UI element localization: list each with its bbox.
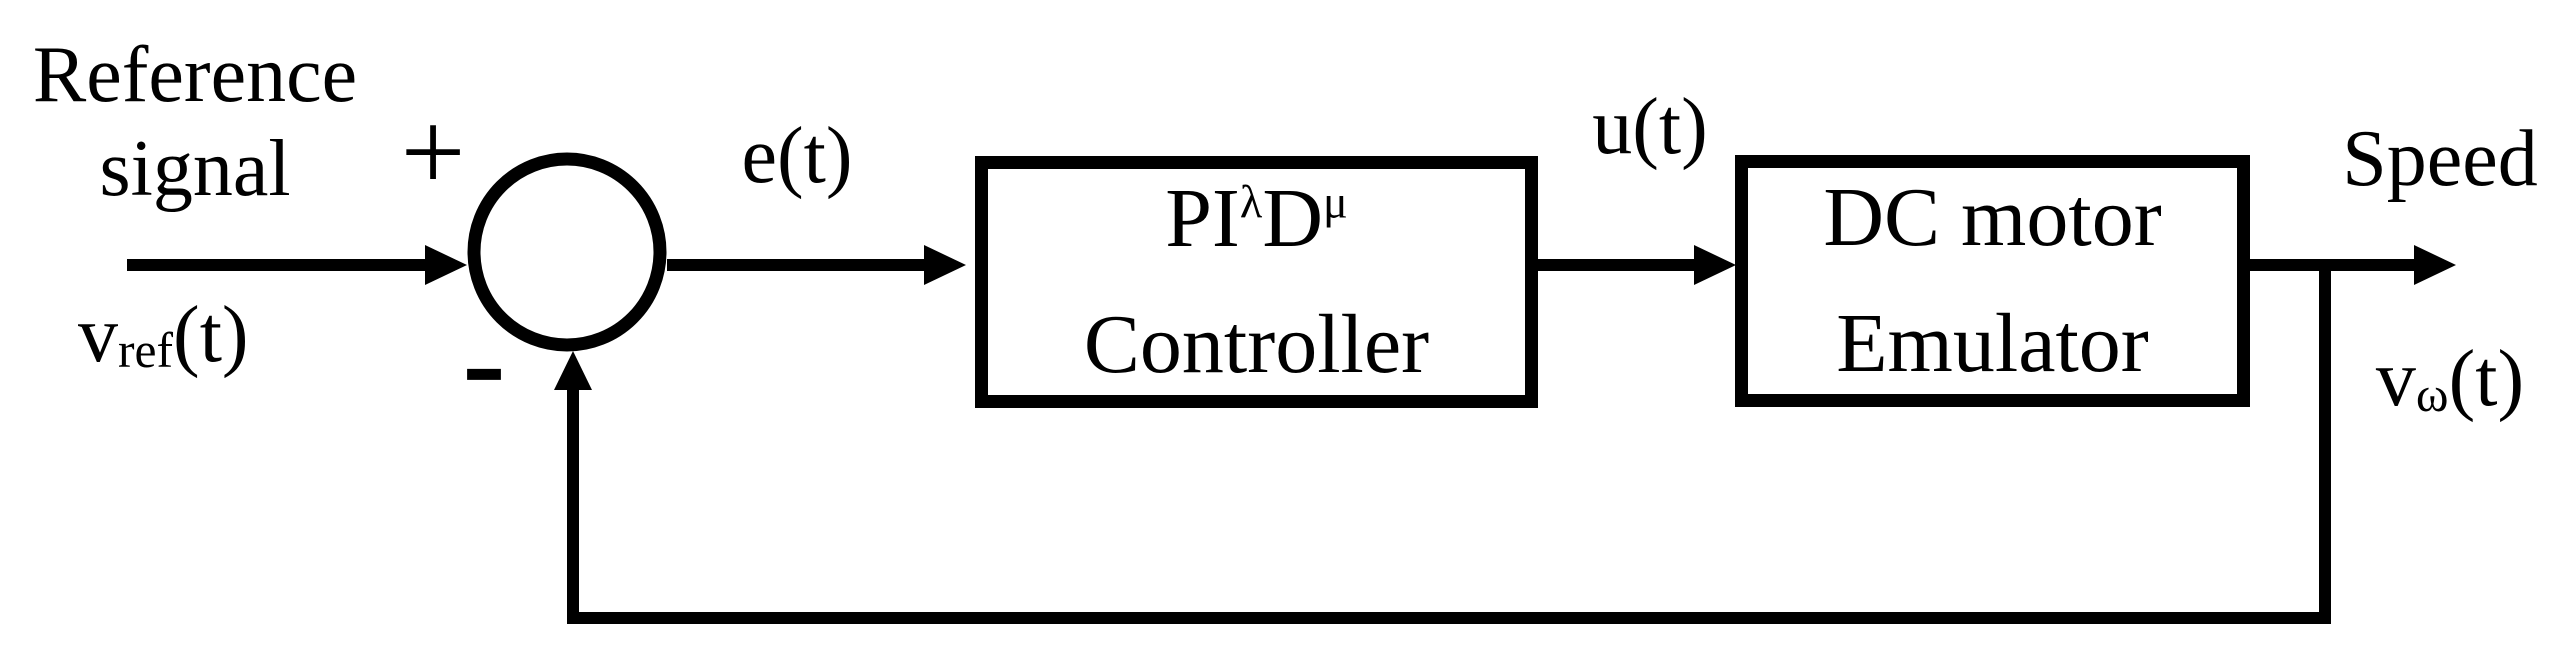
vomega-label: vω(t) xyxy=(2376,339,2524,419)
summing-junction-circle xyxy=(467,152,667,352)
controller-block-line1: PIλDμ xyxy=(1165,156,1348,282)
plant-block-line2: Emulator xyxy=(1836,297,2149,390)
speed-label: Speed xyxy=(2342,115,2538,203)
vomega-subscript: ω xyxy=(2415,366,2449,422)
plant-block-line1: DC motor xyxy=(1823,171,2162,264)
dc-motor-emulator-block: DC motor Emulator xyxy=(1735,155,2250,407)
controller-block-line2: Controller xyxy=(1083,298,1430,391)
vomega-base: v xyxy=(2375,335,2416,423)
error-signal-label: e(t) xyxy=(741,112,853,200)
controller-lambda-superscript: λ xyxy=(1239,176,1263,228)
vref-rest: (t) xyxy=(173,291,249,379)
vref-subscript: ref xyxy=(118,322,174,378)
vomega-rest: (t) xyxy=(2448,335,2525,423)
controller-mu-superscript: μ xyxy=(1323,176,1348,228)
controller-base1: PI xyxy=(1165,172,1240,265)
feedback-line xyxy=(567,265,2331,624)
output-arrowhead xyxy=(2414,245,2456,285)
controller-block: PIλDμ Controller xyxy=(975,156,1538,408)
control-signal-label: u(t) xyxy=(1592,83,1708,171)
vref-label: vref(t) xyxy=(78,295,249,375)
input-arrowhead xyxy=(425,245,467,285)
reference-label-line1: Reference xyxy=(32,31,358,119)
reference-signal-label: Reference signal xyxy=(5,28,385,216)
feedback-arrowhead xyxy=(554,351,592,390)
plus-sign: + xyxy=(400,88,466,216)
error-arrowhead xyxy=(924,245,966,285)
reference-label-line2: signal xyxy=(99,125,291,213)
control-arrowhead xyxy=(1694,245,1736,285)
controller-base2: D xyxy=(1262,172,1323,265)
minus-sign: - xyxy=(462,290,506,434)
vref-base: v xyxy=(78,291,118,379)
